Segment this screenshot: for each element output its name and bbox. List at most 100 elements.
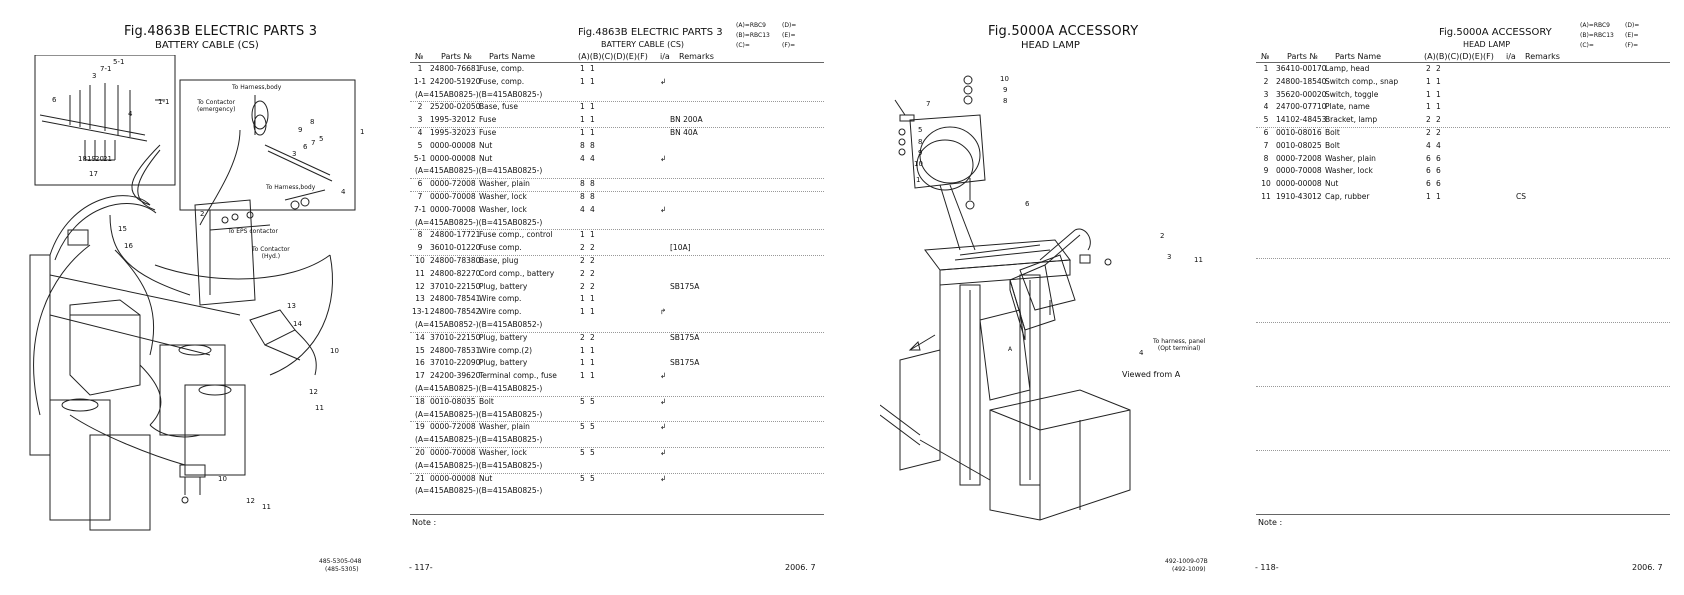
row-parts-name: Base, plug <box>479 256 519 265</box>
row-ia-mark: ↲ <box>660 422 667 432</box>
row-remarks: SB175A <box>670 358 700 368</box>
row-no: 8 <box>417 230 423 240</box>
callout: 8 <box>310 118 315 126</box>
row-remarks: BN 200A <box>670 115 703 125</box>
row-parts-name: Plug, battery <box>479 281 528 291</box>
inset-box <box>34 55 176 186</box>
row-qty-b: 5 <box>590 422 595 432</box>
row-qty-b: 4 <box>590 204 595 214</box>
row-parts-no: 0000-70008 <box>430 192 476 201</box>
row-qty-b: 2 <box>1436 128 1441 137</box>
row-qty-a: 1 <box>1426 89 1431 99</box>
row-no: 1-1 <box>413 76 427 86</box>
left-date: 2006. 7 <box>785 563 816 572</box>
table-row-serial-range: (A=415AB0825-)(B=415AB0825-) <box>410 218 824 230</box>
row-qty-b: 2 <box>1436 64 1441 73</box>
row-separator <box>410 472 824 474</box>
row-parts-no: 0010-08025 <box>1276 140 1322 150</box>
row-parts-name: Washer, lock <box>479 192 527 201</box>
row-qty-a: 5 <box>580 422 585 432</box>
label-to-eps-contactor: To EPS contactor <box>228 228 278 235</box>
row-ia-mark: ↲ <box>660 153 667 163</box>
row-ia-mark: ↲ <box>660 371 667 381</box>
row-qty-a: 1 <box>580 102 585 112</box>
row-parts-name: Bracket, lamp <box>1325 115 1378 125</box>
row-parts-name: Plate, name <box>1325 102 1370 112</box>
row-qty-a: 2 <box>1426 128 1431 137</box>
row-no: 4 <box>417 128 423 137</box>
row-parts-no: 0000-00008 <box>430 153 476 163</box>
header-columns: (A)(B)(C)(D)(E)(F) <box>578 52 648 61</box>
row-parts-name: Bolt <box>479 396 494 406</box>
left-table-title: Fig.4863B ELECTRIC PARTS 3 <box>578 27 723 38</box>
row-parts-no: 0000-72008 <box>430 179 476 189</box>
row-parts-name: Fuse comp., control <box>479 230 553 240</box>
row-separator <box>410 101 824 103</box>
right-page-number: - 118- <box>1255 563 1279 572</box>
callout: 7-1 <box>100 65 112 73</box>
code-c: (C)= <box>736 42 750 49</box>
row-parts-name: Washer, lock <box>479 204 527 214</box>
row-no: 3 <box>1263 89 1269 99</box>
left-note: Note : <box>412 518 437 527</box>
row-qty-a: 6 <box>1426 179 1431 189</box>
row-parts-name: Cord comp., battery <box>479 268 555 278</box>
row-parts-no: (A=415AB0825-)(B=415AB0825-) <box>415 384 543 393</box>
row-qty-b: 5 <box>590 448 595 457</box>
row-qty-a: 1 <box>580 358 585 368</box>
row-parts-no: 36410-00170 <box>1276 64 1327 73</box>
table-row-serial-range: (A=415AB0825-)(B=415AB0825-) <box>410 410 824 422</box>
row-qty-b: 2 <box>590 243 595 253</box>
row-parts-no: 0010-08016 <box>1276 128 1322 137</box>
row-no: 5 <box>417 140 423 150</box>
row-separator <box>410 255 824 256</box>
row-parts-no: (A=415AB0825-)(B=415AB0825-) <box>415 486 543 496</box>
callout: 15 <box>118 225 127 233</box>
row-parts-no: 14102-48453 <box>1276 115 1327 125</box>
row-no: 10 <box>415 256 425 265</box>
row-parts-name: Switch, toggle <box>1325 89 1379 99</box>
row-qty-b: 1 <box>590 76 595 86</box>
row-separator <box>410 331 824 333</box>
row-qty-a: 1 <box>580 371 585 381</box>
row-qty-b: 1 <box>590 294 595 304</box>
row-no: 10 <box>1261 179 1271 189</box>
left-figure-title: Fig.4863B ELECTRIC PARTS 3 <box>124 24 318 39</box>
row-parts-name: Terminal comp., fuse <box>479 371 557 381</box>
row-separator <box>410 421 824 423</box>
blank-rule <box>1256 386 1670 387</box>
row-parts-name: Fuse, comp. <box>479 76 525 86</box>
row-qty-b: 8 <box>590 179 595 189</box>
row-qty-b: 2 <box>590 256 595 265</box>
row-remarks: SB175A <box>670 332 700 342</box>
row-remarks: SB175A <box>670 281 700 291</box>
row-ia-mark: ↲ <box>660 448 667 457</box>
callout: 2 <box>200 210 205 218</box>
blank-rule <box>1256 450 1670 451</box>
row-qty-a: 8 <box>580 192 585 201</box>
row-parts-no: 24200-51920 <box>430 76 481 86</box>
table-row-serial-range: (A=415AB0825-)(B=415AB0825-) <box>410 384 824 396</box>
row-parts-name: Cap, rubber <box>1325 192 1370 201</box>
code-e: (E)= <box>782 32 796 39</box>
row-parts-name: Lamp, head <box>1325 64 1370 73</box>
row-qty-a: 1 <box>580 76 585 86</box>
code-b: (B)=RBC13 <box>1580 32 1614 39</box>
row-parts-no: 0000-00008 <box>1276 179 1322 189</box>
table-row-serial-range: (A=415AB0825-)(B=415AB0825-) <box>410 90 824 102</box>
row-no: 15 <box>415 345 425 355</box>
row-parts-name: Bolt <box>1325 128 1340 137</box>
row-no: 1 <box>417 64 423 73</box>
callout: 9 <box>298 126 303 134</box>
